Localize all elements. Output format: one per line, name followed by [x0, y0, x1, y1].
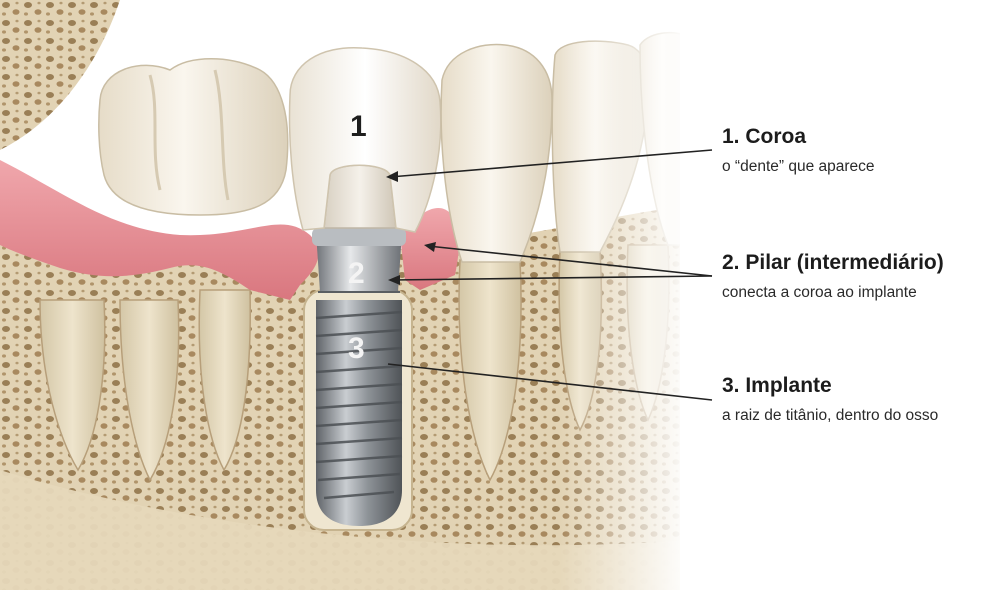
crown-cap — [323, 164, 397, 229]
label-implant-subtitle: a raiz de titânio, dentro do osso — [722, 407, 939, 424]
label-abutment-subtitle: conecta a coroa ao implante — [722, 284, 917, 301]
label-abutment: 2. Pilar (intermediário) conecta a coroa… — [722, 250, 944, 304]
canine-tooth — [440, 43, 553, 263]
leader-line-crown — [389, 149, 713, 178]
upper-jaw-bone — [0, 0, 120, 150]
arrowheads — [386, 171, 436, 285]
arrow-abutment-b-icon — [388, 275, 400, 285]
leader-line-implant — [387, 363, 713, 401]
label-abutment-title: 2. Pilar (intermediário) — [722, 251, 944, 274]
label-implant: 3. Implante a raiz de titânio, dentro do… — [722, 373, 938, 427]
arrow-abutment-a-icon — [424, 242, 436, 252]
marker-abutment-number: 2 — [348, 257, 365, 290]
root-canine — [458, 259, 522, 482]
marker-implant-number: 3 — [348, 332, 365, 365]
molar-tooth — [98, 58, 289, 216]
abutment-collar — [312, 228, 406, 246]
implant-threads — [315, 310, 403, 500]
root-molar-a — [39, 299, 106, 472]
label-implant-title: 3. Implante — [722, 374, 832, 397]
cortical-bone-bottom — [0, 470, 690, 590]
leader-lines — [387, 149, 713, 401]
leader-line-abutment-a — [427, 245, 713, 277]
marker-crown-number: 1 — [350, 110, 367, 143]
root-premolar — [198, 289, 251, 472]
abutment — [316, 232, 402, 292]
implant-screw — [316, 300, 402, 526]
root-molar-b — [119, 299, 180, 482]
leader-line-abutment-b — [391, 275, 713, 281]
gum-tissue — [0, 160, 319, 300]
implant-crown — [288, 46, 442, 233]
label-crown-title: 1. Coroa — [722, 125, 807, 148]
background-fade — [680, 0, 1000, 590]
label-crown: 1. Coroa o “dente” que aparece — [722, 124, 875, 178]
label-crown-subtitle: o “dente” que aparece — [722, 158, 875, 175]
arrow-crown-icon — [386, 171, 398, 182]
